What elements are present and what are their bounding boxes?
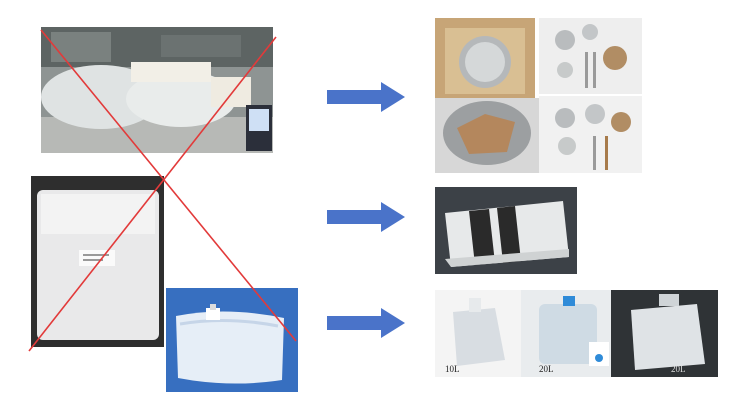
- right-arrow-icon: [327, 308, 405, 338]
- water-containers-photo: 10L 20L 20L: [435, 290, 718, 377]
- container-10l-caption: 10L: [445, 364, 460, 374]
- container-20l-caption: 20L: [539, 364, 554, 374]
- right-arrow-icon: [327, 82, 405, 112]
- right-arrow-icon: [327, 202, 405, 232]
- water-bag-photo: [166, 288, 298, 392]
- cookware-set-photo: [435, 18, 642, 173]
- container-20l-folding-caption: 20L: [671, 364, 686, 374]
- warehouse-plastic-photo: [41, 27, 273, 153]
- tarpaulin-photo: [435, 187, 577, 274]
